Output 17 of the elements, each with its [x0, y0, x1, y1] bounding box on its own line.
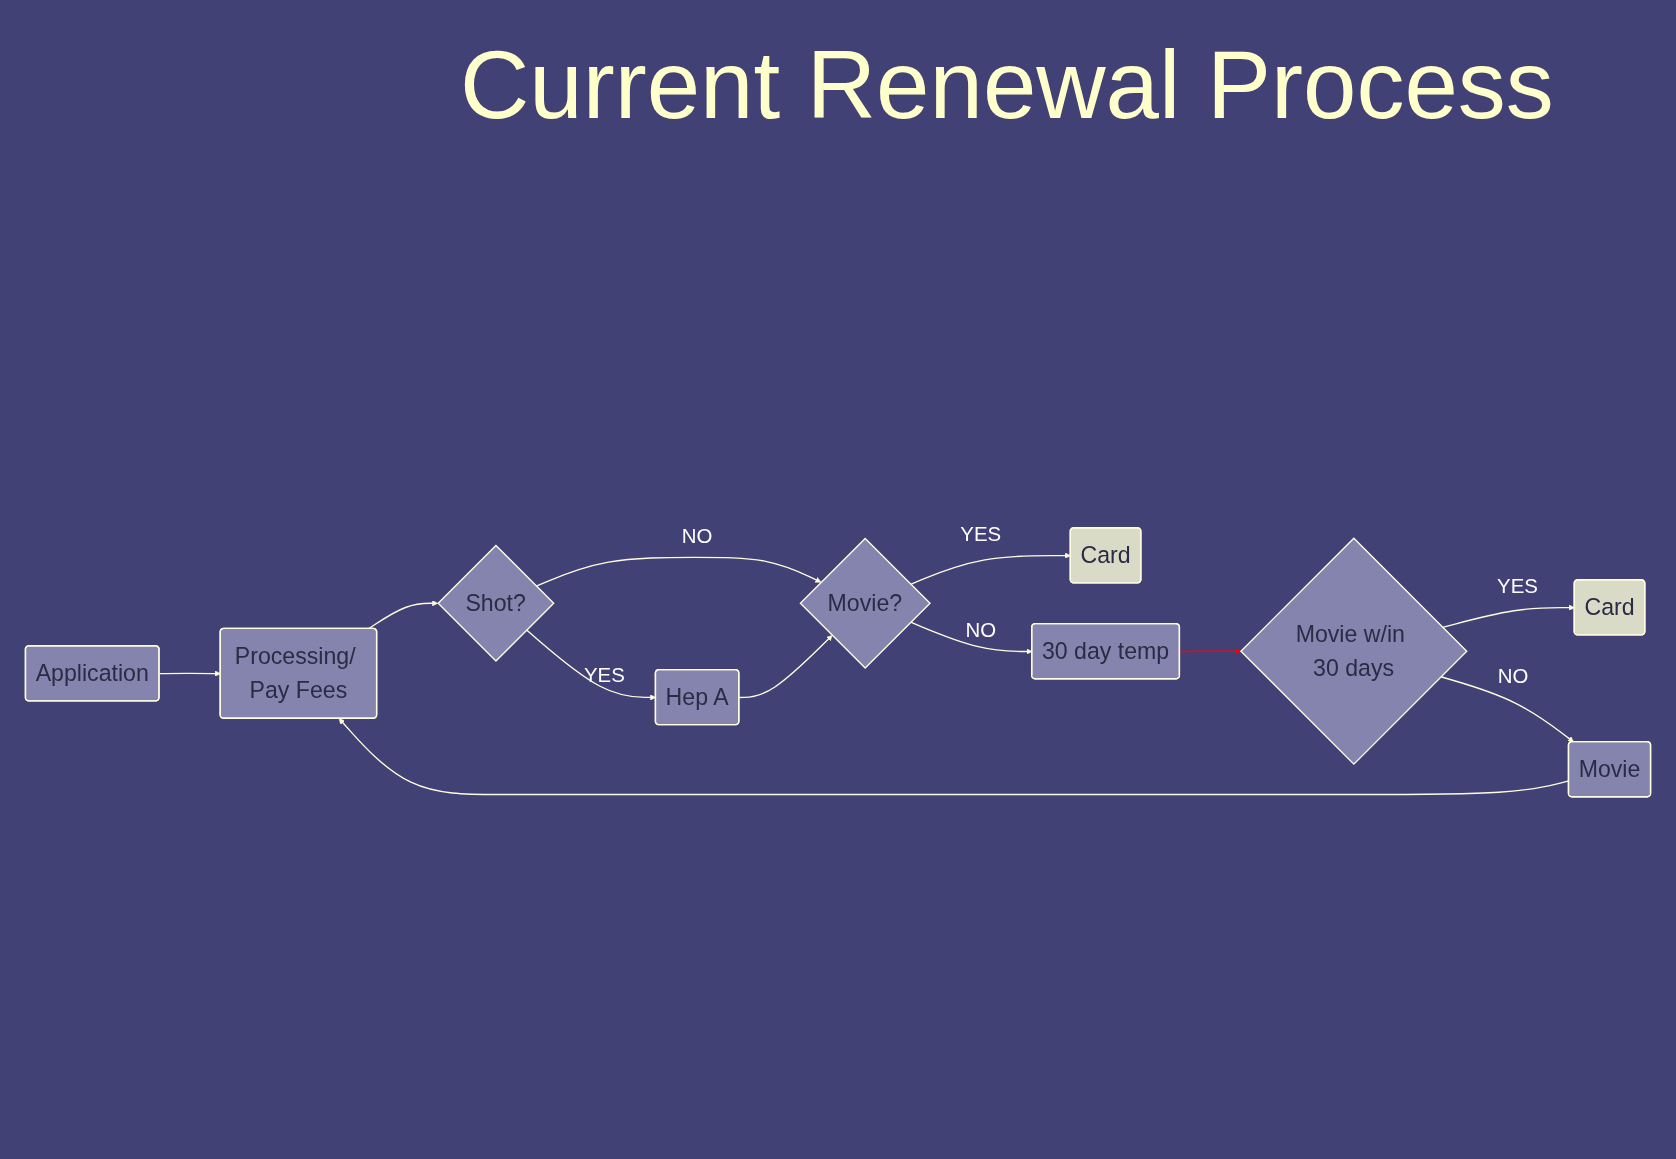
edge-label: NO: [1497, 664, 1529, 688]
process-box: Movie: [1567, 741, 1652, 798]
process-box: Application: [24, 645, 160, 702]
decision-diamond: Movie?: [799, 537, 931, 670]
process-box: Hep A: [654, 668, 740, 726]
process-box: Card: [1069, 527, 1142, 584]
edge-label: NO: [681, 524, 713, 547]
edge-label: YES: [960, 522, 1002, 545]
process-box: 30 day temp: [1031, 623, 1181, 680]
decision-diamond: Shot?: [437, 544, 555, 662]
edge-label: NO: [965, 618, 996, 641]
edge-label: YES: [584, 664, 625, 687]
title: Current Renewal Process: [460, 30, 1554, 140]
process-box: Processing/ Pay Fees: [219, 627, 378, 719]
process-box: Card: [1573, 579, 1646, 636]
decision-diamond: Movie w/in 30 days: [1240, 537, 1468, 766]
edge-label: YES: [1497, 574, 1538, 597]
